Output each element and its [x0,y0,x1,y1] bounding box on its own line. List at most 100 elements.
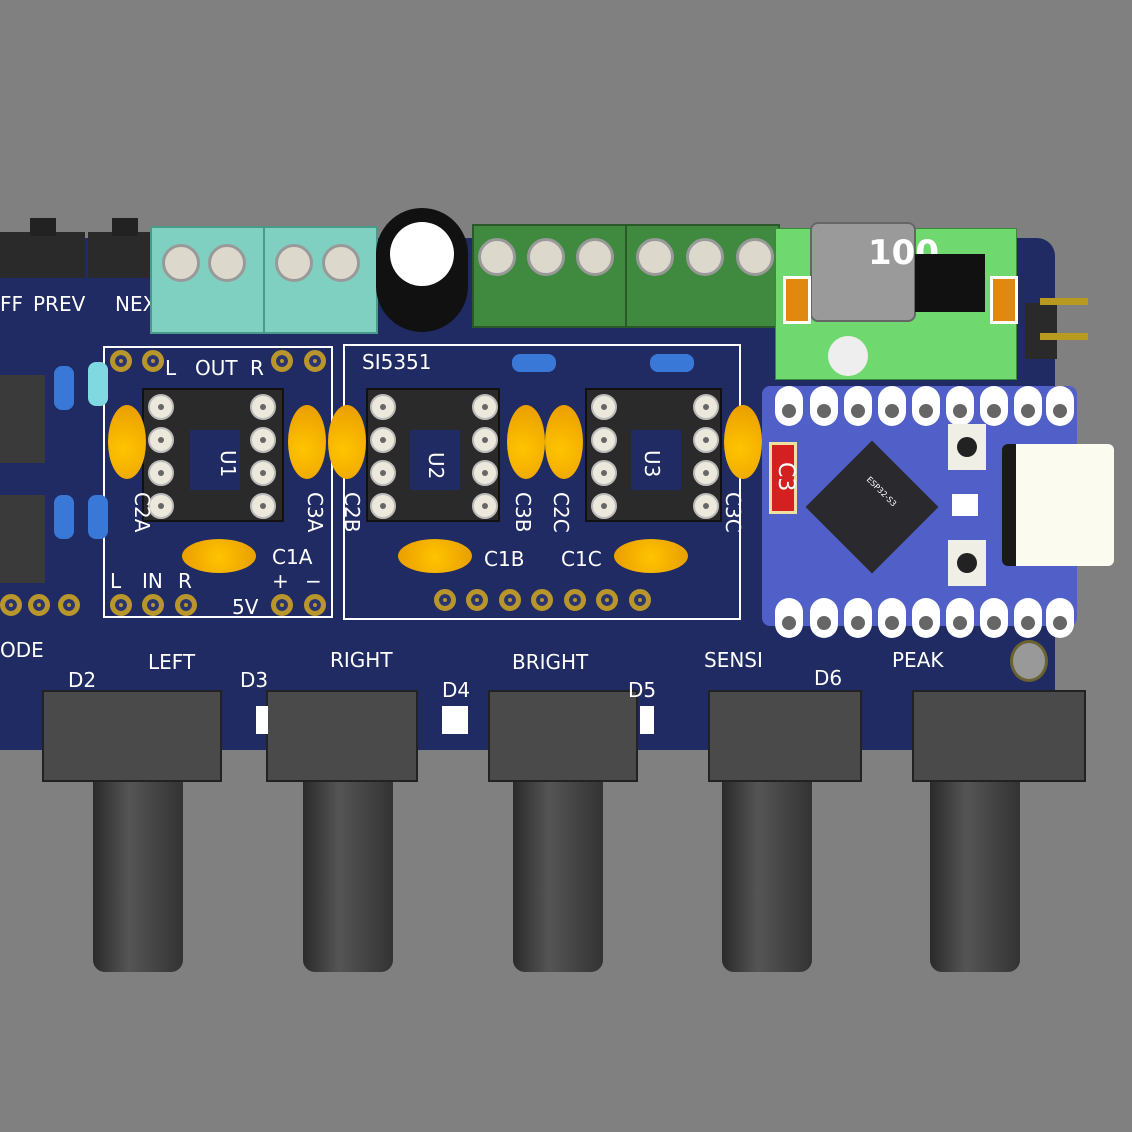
label-c3: C3 [773,462,798,492]
rgb-led [952,494,978,516]
knob-right[interactable] [303,782,393,972]
knob-peak[interactable] [930,782,1020,972]
pin-header [1025,303,1057,359]
screw [208,244,246,282]
socket-pin [370,427,396,453]
terminal-block-out [150,226,265,334]
capacitor-c1c [614,539,688,573]
label-prev: PREV [33,292,86,316]
header-hole [946,386,974,426]
header-hole [810,386,838,426]
socket-pin [370,394,396,420]
label-left: LEFT [148,650,196,674]
c3-capacitor [769,442,797,514]
label-bright: BRIGHT [512,650,589,674]
socket-pin [693,394,719,420]
mounting-hole [1010,640,1048,682]
header-pin [1040,333,1088,340]
knob-bright[interactable] [513,782,603,972]
header-hole [1046,386,1074,426]
label-right: RIGHT [330,648,393,672]
capacitor-c2b [328,405,366,479]
solder-pad [58,594,80,616]
label-si5351: SI5351 [362,350,432,374]
capacitor-c2a [108,405,146,479]
outline-audio [103,346,333,618]
label-c1b: C1B [484,547,525,571]
header-hole [810,598,838,638]
socket-pin [693,460,719,486]
header-hole [1046,598,1074,638]
header-hole [775,598,803,638]
screw [322,244,360,282]
smd-capacitor [783,276,811,324]
capacitor-c3b [507,405,545,479]
pot-bright [488,690,638,782]
resistor-si5351 [650,354,694,372]
switch-actuator [30,218,56,236]
solder-pad [28,594,50,616]
smd-capacitor [990,276,1018,324]
socket-pin [370,493,396,519]
capacitor-c1b [398,539,472,573]
solder-pad [271,594,293,616]
solder-pad [175,594,197,616]
usb-c-connector[interactable] [1002,444,1114,566]
screw [736,238,774,276]
screw [275,244,313,282]
resistor [88,362,108,406]
switch-off[interactable] [0,232,85,278]
socket-pin [250,460,276,486]
header-hole [878,598,906,638]
socket-pin [693,493,719,519]
label-in-l: L [110,569,122,593]
outline-si5351 [343,344,741,620]
socket-pin [148,427,174,453]
ic-socket-u2 [366,388,500,522]
header-hole [980,598,1008,638]
screw [686,238,724,276]
socket-pin [148,394,174,420]
label-u2: U2 [424,452,448,480]
socket-cutout [410,430,460,490]
header-hole [844,386,872,426]
header-hole [946,598,974,638]
socket-pin [591,460,617,486]
led-d3 [256,706,268,734]
socket-cutout [190,430,240,490]
reset-button[interactable] [948,540,986,586]
solder-pad [271,350,293,372]
label-d6: D6 [814,666,843,690]
label-c2b: C2B [340,492,364,533]
socket-pin [472,493,498,519]
screw [576,238,614,276]
label-mode: ODE [0,638,44,662]
header-hole [912,386,940,426]
trimmer-potentiometer[interactable] [828,336,868,376]
knob-sensi[interactable] [722,782,812,972]
label-next: NEX [115,292,157,316]
socket-pin [250,427,276,453]
header-pin [1040,298,1088,305]
socket-pin [472,394,498,420]
switch-actuator [112,218,138,236]
solder-pad [466,589,488,611]
switch-prev[interactable] [88,232,150,278]
label-c3a: C3A [303,492,327,533]
knob-left[interactable] [93,782,183,972]
capacitor-c3a [288,405,326,479]
solder-pad [0,594,22,616]
label-c1a: C1A [272,545,313,569]
label-peak: PEAK [892,648,944,672]
label-d3: D3 [240,668,269,692]
ic-socket-u1 [142,388,284,522]
socket-pin [693,427,719,453]
label-5v: 5V [232,595,259,619]
boot-button[interactable] [948,424,986,470]
socket-pin [591,394,617,420]
socket-pin [250,394,276,420]
label-in-r: R [178,569,192,593]
jack [0,495,45,583]
resistor-si5351 [512,354,556,372]
regulator-ic [915,254,985,312]
